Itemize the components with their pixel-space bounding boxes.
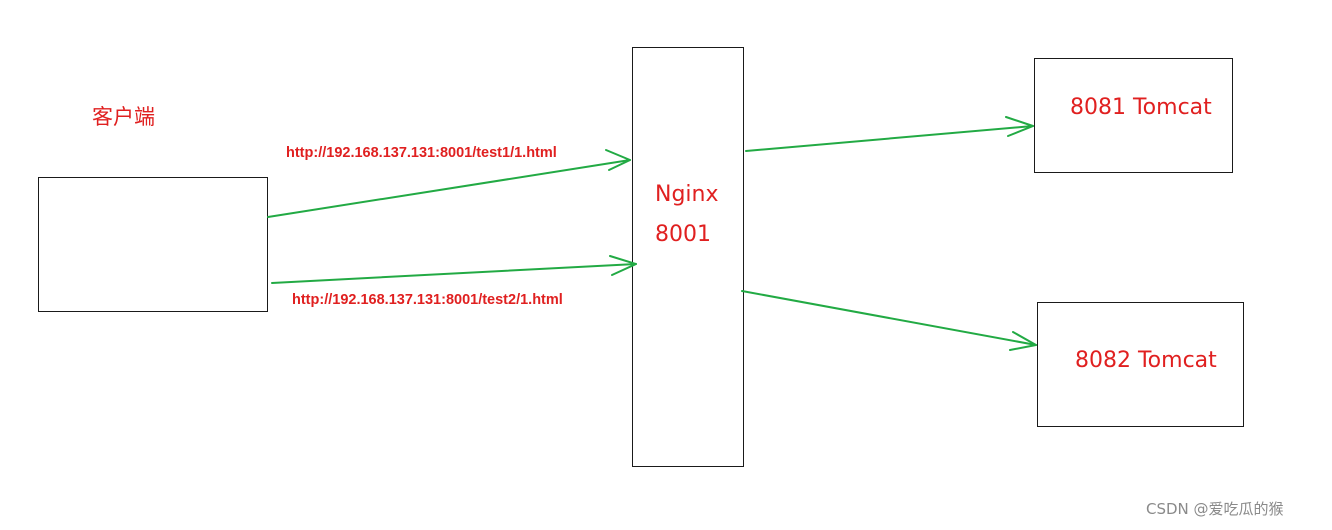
arrowhead-nginx-to-tomcat-8082 [1009,331,1037,351]
arrow-nginx-to-tomcat-8082 [741,290,1037,346]
nginx-box [632,47,744,467]
watermark-text: CSDN @爱吃瓜的猴 [1146,500,1284,518]
nginx-title: Nginx [655,182,719,207]
arrowhead-client-to-nginx-test1 [605,149,631,171]
client-label: 客户端 [92,105,155,129]
tomcat-8082-label: 8082 Tomcat [1075,348,1217,373]
client-box [38,177,268,312]
tomcat-8082-box [1037,302,1244,427]
arrowhead-client-to-nginx-test2 [609,255,637,276]
nginx-port: 8001 [655,222,711,247]
arrowhead-nginx-to-tomcat-8081 [1005,116,1034,137]
request-url-test2: http://192.168.137.131:8001/test2/1.html [292,292,563,308]
arrow-client-to-nginx-test1 [267,159,631,218]
arrow-nginx-to-tomcat-8081 [745,125,1034,152]
tomcat-8081-box [1034,58,1233,173]
arrow-client-to-nginx-test2 [271,263,637,284]
request-url-test1: http://192.168.137.131:8001/test1/1.html [286,145,557,161]
tomcat-8081-label: 8081 Tomcat [1070,95,1212,120]
